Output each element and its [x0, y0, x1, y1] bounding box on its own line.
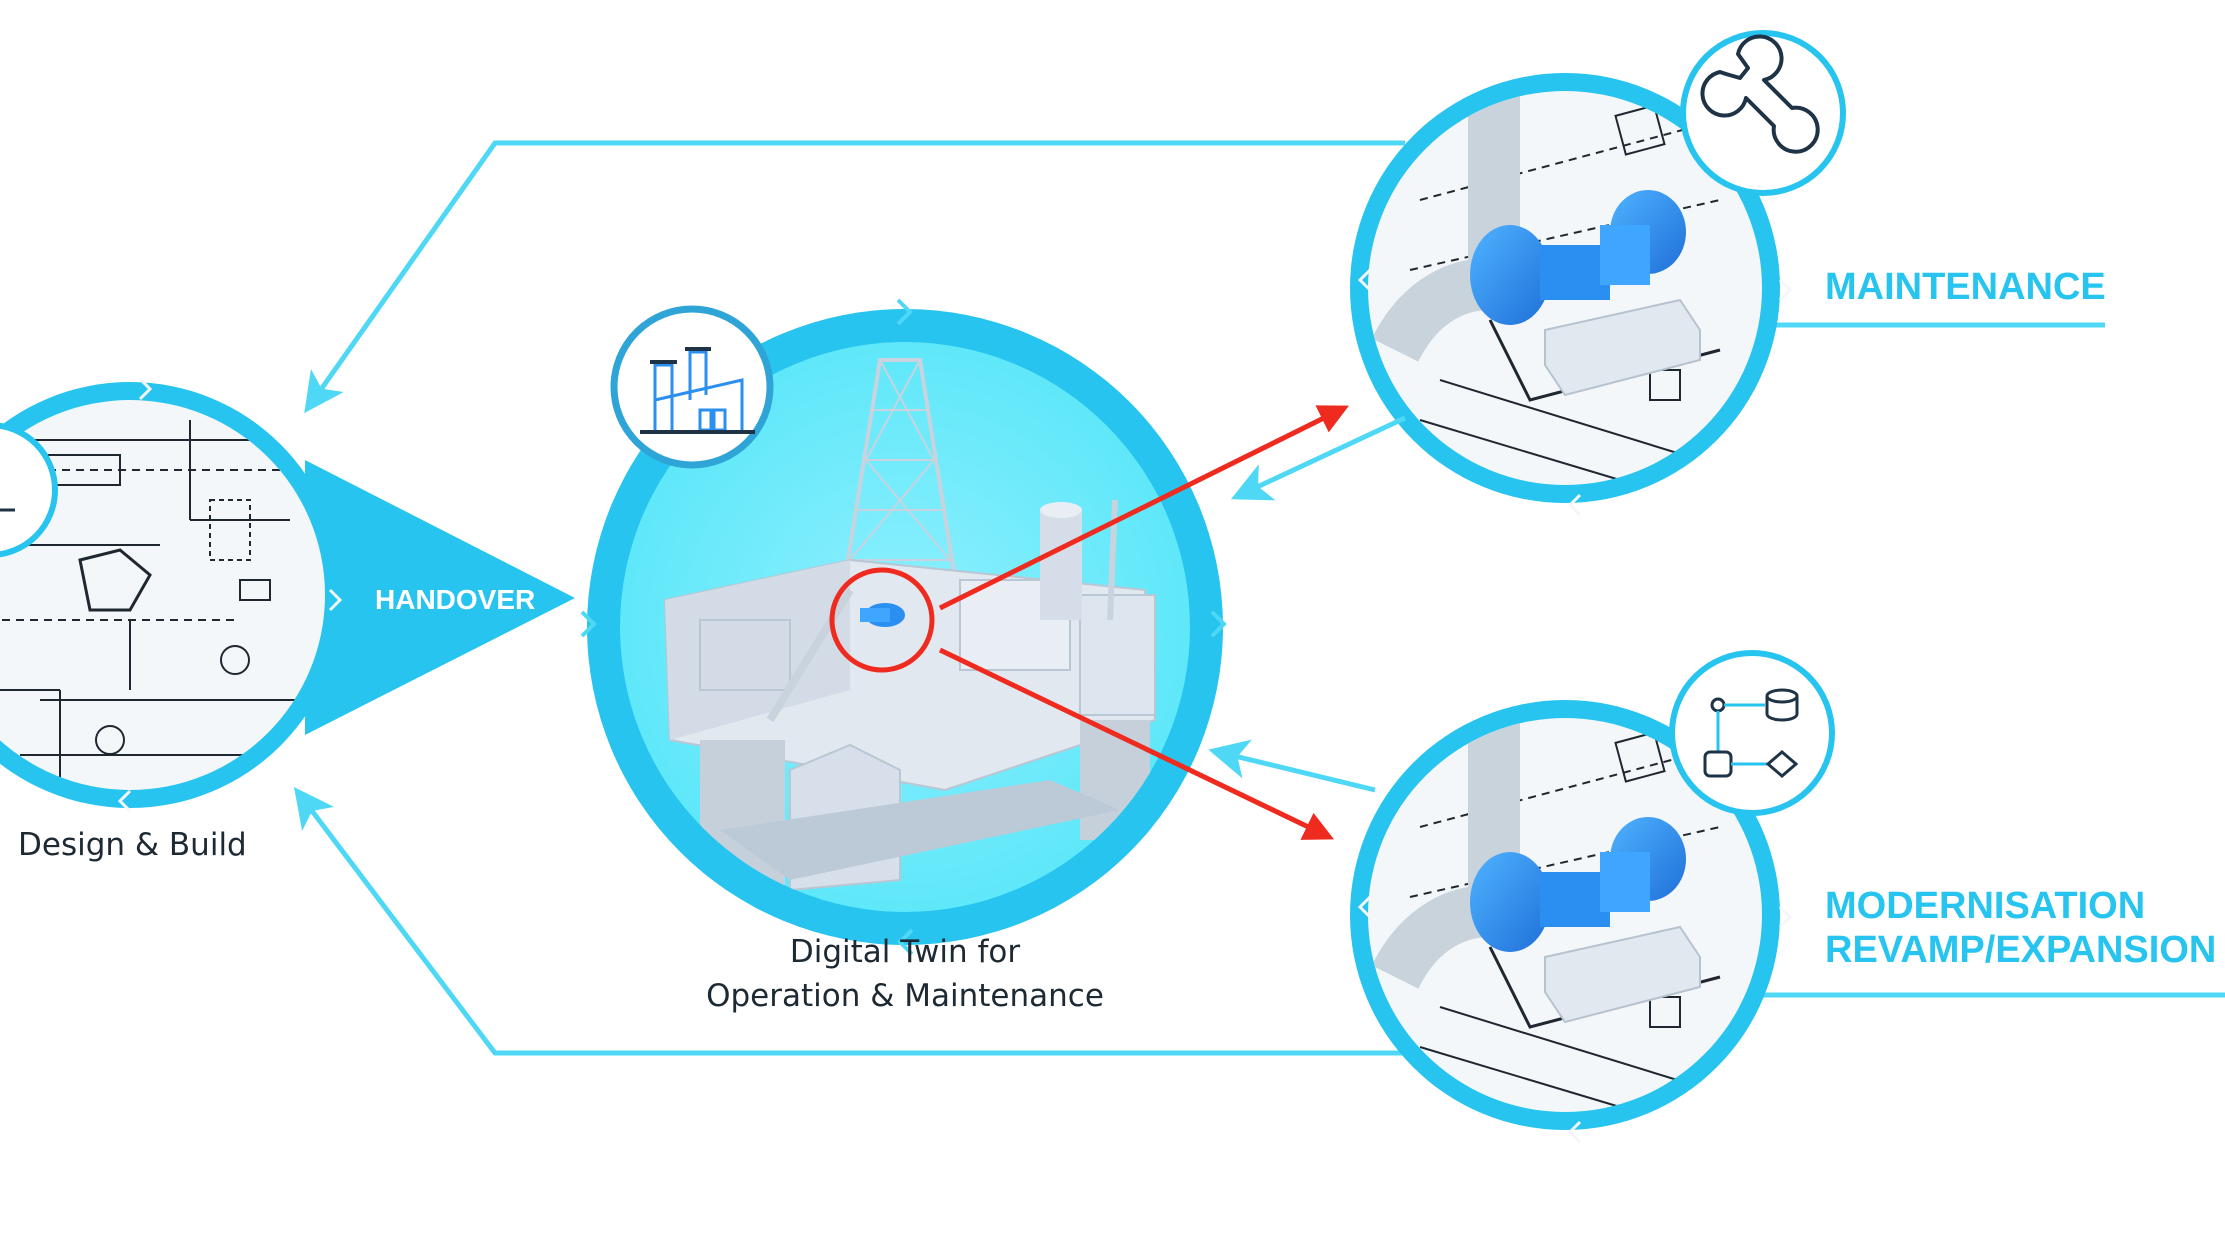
red-arrow-to-modernisation — [938, 647, 1335, 840]
digital-twin-caption-line1: Digital Twin for — [789, 934, 1021, 970]
digital-twin-caption-line2: Operation & Maintenance — [706, 978, 1104, 1014]
twin-focus-circle — [829, 567, 935, 673]
design-build-node — [0, 377, 343, 813]
top-feedback-line — [304, 140, 1405, 414]
design-build-caption: Design & Build — [18, 827, 247, 863]
maintenance-return-arrow — [1230, 415, 1407, 501]
bottom-feedback-line — [293, 787, 1405, 1056]
twin-ring-chevrons — [580, 298, 1227, 956]
factory-icon — [610, 305, 774, 469]
maintenance-node — [1350, 30, 1846, 517]
maintenance-pump-image — [1371, 91, 1721, 481]
wrench-icon — [1680, 30, 1846, 196]
red-arrow-to-maintenance — [938, 405, 1349, 611]
design-icon-circle — [0, 422, 58, 558]
flowchart-icon — [1669, 650, 1835, 816]
design-ring-chevrons — [117, 377, 343, 813]
modernisation-pump-image — [1371, 718, 1721, 1108]
maintenance-label: MAINTENANCE — [1825, 266, 2106, 308]
modernisation-ring-chevrons — [1357, 895, 1793, 1144]
modernisation-label-line1: MODERNISATION — [1825, 885, 2146, 927]
modernisation-label: MODERNISATION REVAMP/EXPANSION — [1825, 884, 2216, 972]
handover-label: HANDOVER — [375, 584, 536, 615]
offshore-platform-3d-model — [663, 358, 1157, 900]
modernisation-label-line2: REVAMP/EXPANSION — [1825, 929, 2217, 971]
maintenance-ring-chevrons — [1357, 268, 1793, 517]
modernisation-node — [1350, 650, 1835, 1144]
modernisation-return-arrow — [1208, 739, 1376, 793]
handover-funnel — [305, 460, 575, 735]
digital-twin-node — [580, 298, 1227, 956]
digital-twin-caption: Digital Twin for Operation & Maintenance — [695, 930, 1115, 1018]
